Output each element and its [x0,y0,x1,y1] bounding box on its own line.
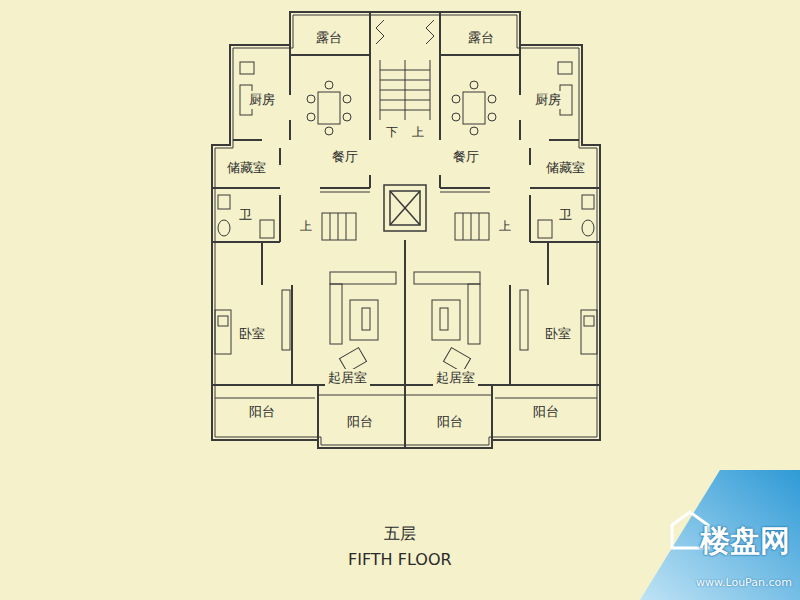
room-label-box: 储藏室 [224,159,269,177]
stair-direction: 上 [499,219,511,233]
room-label-box: 储藏室 [543,159,588,177]
room-name: 餐厅 [332,149,358,165]
furniture [215,62,597,372]
stairs [322,20,489,240]
room-name: 卫 [239,207,252,223]
elevator [384,185,426,231]
room-label-box: 阳台 [530,403,562,421]
room-name: 卧室 [545,326,571,342]
plan-title: 五层 [384,524,416,543]
room-label-box: 卫 [556,206,575,224]
room-label-box: 卧室 [542,325,574,343]
room-name: 露台 [468,30,494,46]
room-name: 储藏室 [227,160,266,176]
room-name: 起居室 [436,370,475,386]
room-label-box: 卧室 [236,325,268,343]
room-label-box: 露台 [313,29,345,47]
room-name: 阳台 [533,404,559,420]
walls [212,12,600,448]
room-name: 阳台 [437,414,463,430]
room-label-box: 卫 [236,206,255,224]
room-name: 起居室 [328,370,367,386]
room-label-box: 阳台 [434,413,466,431]
room-label-box: 厨房 [246,91,278,109]
watermark [640,470,800,600]
room-label-box: 阳台 [344,413,376,431]
watermark-text: www.LouPan.com [696,576,792,589]
plan-caption: FIFTH FLOOR [348,550,452,569]
room-name: 储藏室 [546,160,585,176]
room-name: 阳台 [347,414,373,430]
room-name: 阳台 [249,404,275,420]
room-name: 卧室 [239,326,265,342]
stair-direction: 上 [300,219,312,233]
room-name: 厨房 [249,92,275,108]
room-label-box: 露台 [465,29,497,47]
room-label-box: 餐厅 [450,148,482,166]
room-name: 餐厅 [453,149,479,165]
room-label-box: 起居室 [433,369,478,387]
room-label-box: 阳台 [246,403,278,421]
room-label-box: 餐厅 [329,148,361,166]
room-label-box: 起居室 [325,369,370,387]
watermark-text: 楼盘网 [700,523,790,559]
room-name: 露台 [316,30,342,46]
stair-direction: 上 [412,125,424,139]
room-label-box: 厨房 [532,91,564,109]
room-name: 厨房 [535,92,561,108]
room-name: 卫 [559,207,572,223]
stair-direction: 下 [386,125,398,139]
